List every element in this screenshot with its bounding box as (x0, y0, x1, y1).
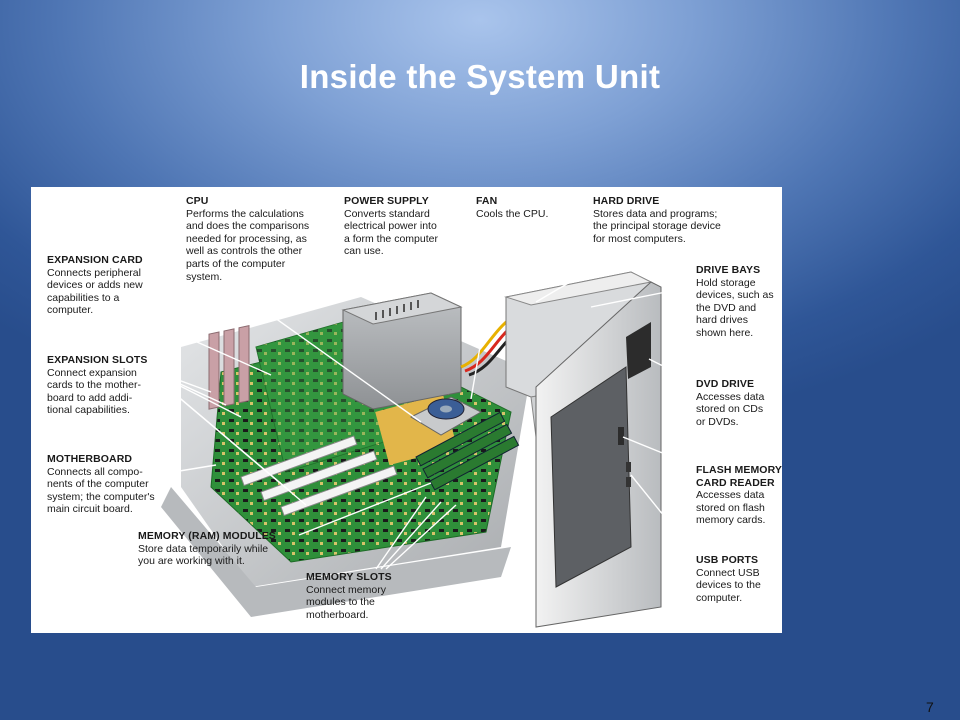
expansion-slot-brackets (208, 325, 250, 410)
callout-title: EXPANSION SLOTS (47, 354, 148, 366)
slide-number: 7 (926, 699, 934, 715)
power-supply (341, 292, 463, 410)
callout-title: MOTHERBOARD (47, 453, 133, 465)
callout-power-supply: POWER SUPPLY Converts standard electrica… (344, 195, 464, 258)
dvd-drive-slot (626, 322, 651, 379)
callout-title: DVD DRIVE (696, 378, 755, 390)
callout-expansion-card: EXPANSION CARD Connects peripheral devic… (47, 254, 167, 317)
callout-text: Accesses data stored on flash memory car… (696, 489, 766, 527)
callout-title: MEMORY (RAM) MODULES (138, 530, 276, 542)
callout-title: HARD DRIVE (593, 195, 660, 207)
system-unit-illustration (140, 224, 698, 628)
memory-modules (415, 411, 520, 491)
callout-text: Connect expansion cards to the mother- b… (47, 366, 141, 417)
callout-title: FAN (476, 195, 498, 207)
callout-memory-modules: MEMORY (RAM) MODULES Store data temporar… (138, 530, 298, 568)
callout-text: Stores data and programs; the principal … (593, 207, 721, 245)
callout-usb-ports: USB PORTS Connect USB devices to the com… (696, 554, 782, 604)
callout-expansion-slots: EXPANSION SLOTS Connect expansion cards … (47, 354, 167, 417)
slide-title: Inside the System Unit (299, 58, 661, 95)
callout-title: DRIVE BAYS (696, 264, 761, 276)
callout-text: Store data temporarily while you are wor… (138, 542, 269, 568)
callout-title: MEMORY SLOTS (306, 571, 392, 583)
usb-port-group (626, 462, 631, 487)
system-unit-diagram: CPU Performs the calculations and does t… (31, 187, 782, 633)
callout-drive-bays: DRIVE BAYS Hold storage devices, such as… (696, 264, 782, 340)
callout-fan: FAN Cools the CPU. (476, 195, 566, 220)
callout-text: Connects peripheral devices or adds new … (47, 266, 143, 317)
cpu-fan (409, 396, 483, 436)
case-floor (161, 487, 511, 617)
expansion-slots (240, 435, 398, 517)
callout-text: Performs the calculations and does the c… (186, 207, 310, 283)
callout-motherboard: MOTHERBOARD Connects all compo- nents of… (47, 453, 177, 516)
callout-title: CPU (186, 195, 209, 207)
callout-title: FLASH MEMORY CARD READER (696, 464, 782, 489)
callout-hard-drive: HARD DRIVE Stores data and programs; the… (593, 195, 753, 245)
callout-title: POWER SUPPLY (344, 195, 429, 207)
callout-text: Cools the CPU. (476, 207, 549, 220)
callout-dvd-drive: DVD DRIVE Accesses data stored on CDs or… (696, 378, 782, 428)
callout-cpu: CPU Performs the calculations and does t… (186, 195, 346, 283)
callout-flash-memory-card-reader: FLASH MEMORY CARD READER Accesses data s… (696, 464, 782, 527)
callout-text: Connect USB devices to the computer. (696, 566, 761, 604)
callout-text: Converts standard electrical power into … (344, 207, 438, 258)
callout-title: USB PORTS (696, 554, 759, 566)
callout-text: Connects all compo- nents of the compute… (47, 465, 155, 516)
callout-title: EXPANSION CARD (47, 254, 143, 266)
leader-lines (140, 224, 698, 570)
callout-memory-slots: MEMORY SLOTS Connect memory modules to t… (306, 571, 416, 621)
callout-text: Hold storage devices, such as the DVD an… (696, 276, 774, 339)
flash-reader-slot (618, 427, 624, 445)
callout-text: Accesses data stored on CDs or DVDs. (696, 390, 765, 428)
callout-text: Connect memory modules to the motherboar… (306, 583, 386, 621)
